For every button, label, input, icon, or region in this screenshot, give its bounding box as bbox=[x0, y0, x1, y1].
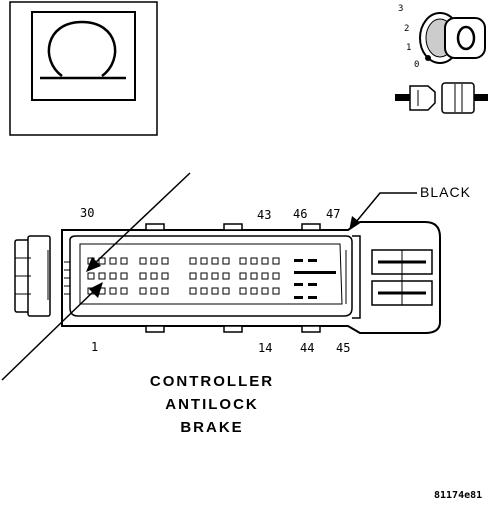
terminal-cavity bbox=[250, 257, 258, 265]
terminal-cavity bbox=[98, 257, 106, 265]
terminal-cavity bbox=[120, 257, 128, 265]
terminal-cavity bbox=[211, 272, 219, 280]
blade-terminals bbox=[294, 259, 336, 299]
pin-label-14: 14 bbox=[258, 341, 272, 355]
terminal-cavity bbox=[87, 272, 95, 280]
terminal-cavity bbox=[222, 272, 230, 280]
terminal-cavity bbox=[120, 287, 128, 295]
pin-label-44: 44 bbox=[300, 341, 314, 355]
terminal-cavities bbox=[87, 257, 280, 295]
terminal-cavity bbox=[211, 287, 219, 295]
ignition-position-3: 3 bbox=[398, 4, 403, 14]
terminal-cavity bbox=[261, 272, 269, 280]
terminal-cavity bbox=[139, 257, 147, 265]
terminal-cavity bbox=[189, 257, 197, 265]
terminal-cavity bbox=[272, 272, 280, 280]
terminal-cavity bbox=[250, 272, 258, 280]
terminal-cavity bbox=[239, 257, 247, 265]
terminal-cavity bbox=[200, 287, 208, 295]
pin-1-pointer-line bbox=[1, 288, 97, 381]
terminal-cavity bbox=[250, 287, 258, 295]
ignition-switch-icon: 3 2 1 0 bbox=[398, 4, 486, 70]
omega-icon bbox=[47, 20, 117, 78]
terminal-cavity bbox=[161, 257, 169, 265]
terminal-cavity bbox=[261, 257, 269, 265]
pin-30-pointer-line bbox=[93, 172, 191, 265]
ignition-position-1: 1 bbox=[406, 43, 411, 53]
terminal-cavity bbox=[120, 272, 128, 280]
omega-symbol-box bbox=[9, 1, 158, 136]
terminal-cavity bbox=[239, 272, 247, 280]
terminal-cavity bbox=[261, 287, 269, 295]
terminal-cavity bbox=[150, 272, 158, 280]
ignition-position-2: 2 bbox=[404, 24, 409, 34]
pin-label-47: 47 bbox=[326, 207, 340, 221]
terminal-cavity bbox=[139, 287, 147, 295]
color-callout-leader bbox=[355, 192, 417, 223]
title-line-1: CONTROLLER bbox=[150, 373, 274, 390]
terminal-cavity bbox=[109, 272, 117, 280]
pin-label-46: 46 bbox=[293, 207, 307, 221]
terminal-cavity bbox=[109, 287, 117, 295]
title-line-2: ANTILOCK bbox=[165, 396, 259, 413]
ignition-position-0: 0 bbox=[414, 60, 419, 70]
connector-mating-icon bbox=[395, 82, 488, 114]
terminal-cavity bbox=[200, 272, 208, 280]
pin-label-30: 30 bbox=[80, 206, 94, 220]
terminal-cavity bbox=[222, 257, 230, 265]
terminal-cavity bbox=[189, 272, 197, 280]
title-line-3: BRAKE bbox=[180, 419, 243, 436]
terminal-cavity bbox=[272, 257, 280, 265]
pin-label-43: 43 bbox=[257, 208, 271, 222]
terminal-cavity bbox=[109, 257, 117, 265]
terminal-cavity bbox=[161, 287, 169, 295]
figure-id: 81174e81 bbox=[434, 490, 482, 501]
pin-1-pointer-arrowhead bbox=[89, 282, 103, 298]
terminal-cavity bbox=[150, 287, 158, 295]
terminal-cavity bbox=[200, 257, 208, 265]
pin-label-45: 45 bbox=[336, 341, 350, 355]
pin-label-1: 1 bbox=[91, 340, 98, 354]
pin-30-pointer-arrowhead bbox=[86, 257, 101, 272]
terminal-cavity bbox=[161, 272, 169, 280]
terminal-cavity bbox=[211, 257, 219, 265]
terminal-cavity bbox=[139, 272, 147, 280]
terminal-cavity bbox=[222, 287, 230, 295]
terminal-cavity bbox=[272, 287, 280, 295]
terminal-cavity bbox=[239, 287, 247, 295]
terminal-cavity bbox=[98, 272, 106, 280]
terminal-cavity bbox=[189, 287, 197, 295]
terminal-cavity bbox=[150, 257, 158, 265]
connector-color-label: BLACK bbox=[420, 184, 471, 200]
